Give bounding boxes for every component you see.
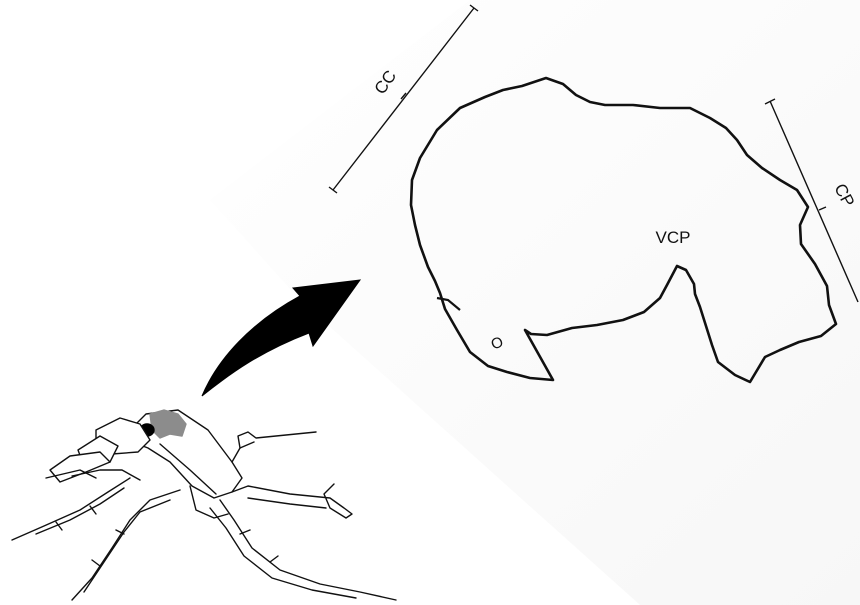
vcp-label: VCP [656, 228, 691, 247]
crab-illustration [12, 410, 396, 600]
curved-arrow [202, 280, 360, 396]
